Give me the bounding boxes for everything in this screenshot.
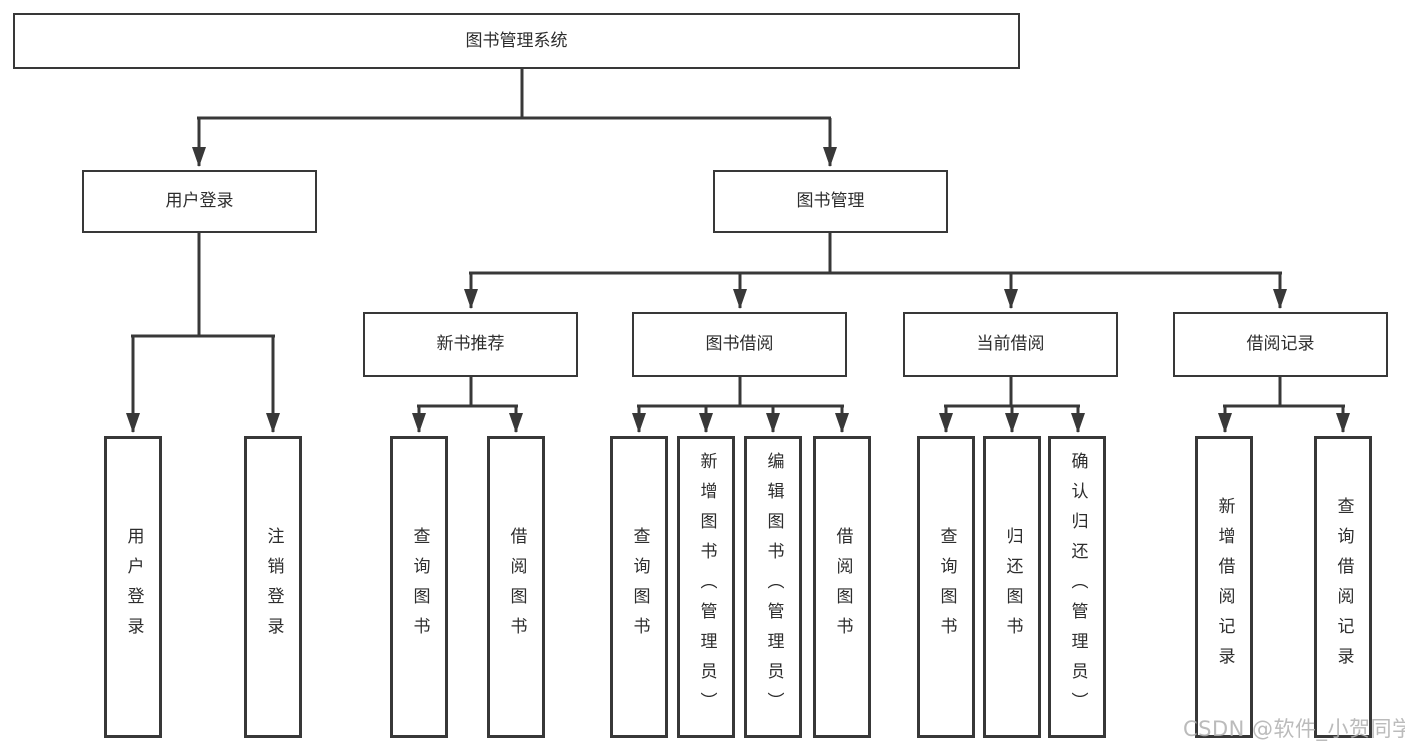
leaf-add-books-admin: 新增图书（管理员） xyxy=(677,436,735,738)
leaf-query-books-borrowing: 查询图书 xyxy=(610,436,668,738)
leaf-borrow-books-recommend: 借阅图书 xyxy=(487,436,545,738)
node-user-login: 用户登录 xyxy=(82,170,317,233)
node-label: 归还图书 xyxy=(1002,527,1023,647)
node-label: 用户登录 xyxy=(123,527,144,647)
leaf-add-borrow-record: 新增借阅记录 xyxy=(1195,436,1253,738)
node-current-borrowing: 当前借阅 xyxy=(903,312,1118,377)
leaf-query-borrow-record: 查询借阅记录 xyxy=(1314,436,1372,738)
node-label: 编辑图书（管理员） xyxy=(763,452,784,722)
node-label: 新书推荐 xyxy=(436,334,505,354)
leaf-query-books-current: 查询图书 xyxy=(917,436,975,738)
leaf-borrow-books: 借阅图书 xyxy=(813,436,871,738)
leaf-user-login: 用户登录 xyxy=(104,436,162,738)
leaf-edit-books-admin: 编辑图书（管理员） xyxy=(744,436,802,738)
node-label: 借阅图书 xyxy=(832,527,853,647)
node-label: 查询图书 xyxy=(936,527,957,647)
node-borrowing-records: 借阅记录 xyxy=(1173,312,1388,377)
leaf-confirm-return-admin: 确认归还（管理员） xyxy=(1048,436,1106,738)
node-book-management: 图书管理 xyxy=(713,170,948,233)
node-label: 图书管理 xyxy=(796,191,865,211)
node-label: 图书借阅 xyxy=(705,334,774,354)
node-label: 查询借阅记录 xyxy=(1333,497,1354,677)
node-label: 新增借阅记录 xyxy=(1214,497,1235,677)
node-new-book-recommend: 新书推荐 xyxy=(363,312,578,377)
node-label: 当前借阅 xyxy=(976,334,1045,354)
node-label: 查询图书 xyxy=(409,527,430,647)
node-label: 新增图书（管理员） xyxy=(696,452,717,722)
node-label: 借阅记录 xyxy=(1246,334,1315,354)
node-label: 确认归还（管理员） xyxy=(1067,452,1088,722)
node-label: 借阅图书 xyxy=(506,527,527,647)
leaf-logout: 注销登录 xyxy=(244,436,302,738)
node-library-management-system: 图书管理系统 xyxy=(13,13,1020,69)
node-label: 图书管理系统 xyxy=(465,30,568,51)
leaf-return-books: 归还图书 xyxy=(983,436,1041,738)
leaf-query-books-recommend: 查询图书 xyxy=(390,436,448,738)
node-label: 注销登录 xyxy=(263,527,284,647)
node-label: 用户登录 xyxy=(165,191,234,211)
node-label: 查询图书 xyxy=(629,527,650,647)
node-book-borrowing: 图书借阅 xyxy=(632,312,847,377)
